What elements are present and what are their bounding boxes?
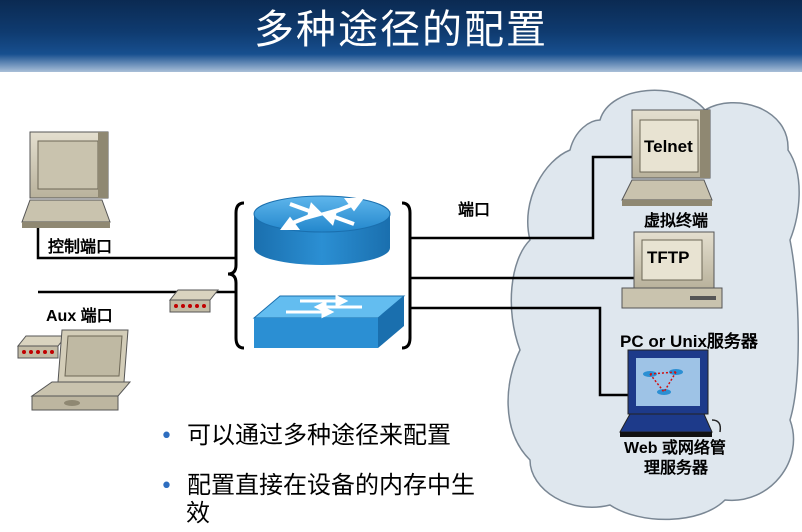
aux-port-label: Aux 端口 [46,308,113,325]
virtual-terminal-label: 虚拟终端 [644,213,709,230]
bullet-text: 配置直接在设备的内存中生 [186,471,475,499]
telnet-terminal-icon [621,109,713,206]
bullet-item: •可以通过多种途径来配置 [160,421,451,449]
bullet-item: •配置直接在设备的内存中生 [160,471,475,499]
console-terminal-icon [21,131,111,228]
laptop-icon [30,329,132,411]
left-brace [227,201,245,350]
bullet-text: 可以通过多种途径来配置 [186,421,451,449]
tftp-server-icon [621,231,723,309]
web-management-label-line1: Web 或网络管 [624,440,726,457]
port-label: 端口 [458,202,491,219]
console-port-label: 控制端口 [48,239,113,256]
title-bar: 多种途径的配置 [0,0,802,72]
pc-unix-server-label: PC or Unix服务器 [620,332,758,351]
router-icon [253,195,391,265]
connection-lines [36,155,640,397]
right-brace [401,201,412,350]
bullet-text-continued: 效 [186,499,210,527]
web-management-label-line2: 理服务器 [644,460,709,477]
web-management-pc-icon [619,349,722,437]
modem-icon [168,289,220,313]
switch-icon [252,294,406,348]
telnet-screen-label: Telnet [644,137,693,156]
page-title: 多种途径的配置 [254,7,548,53]
laptop-modem-icon [16,335,68,359]
tftp-screen-label: TFTP [647,248,690,267]
